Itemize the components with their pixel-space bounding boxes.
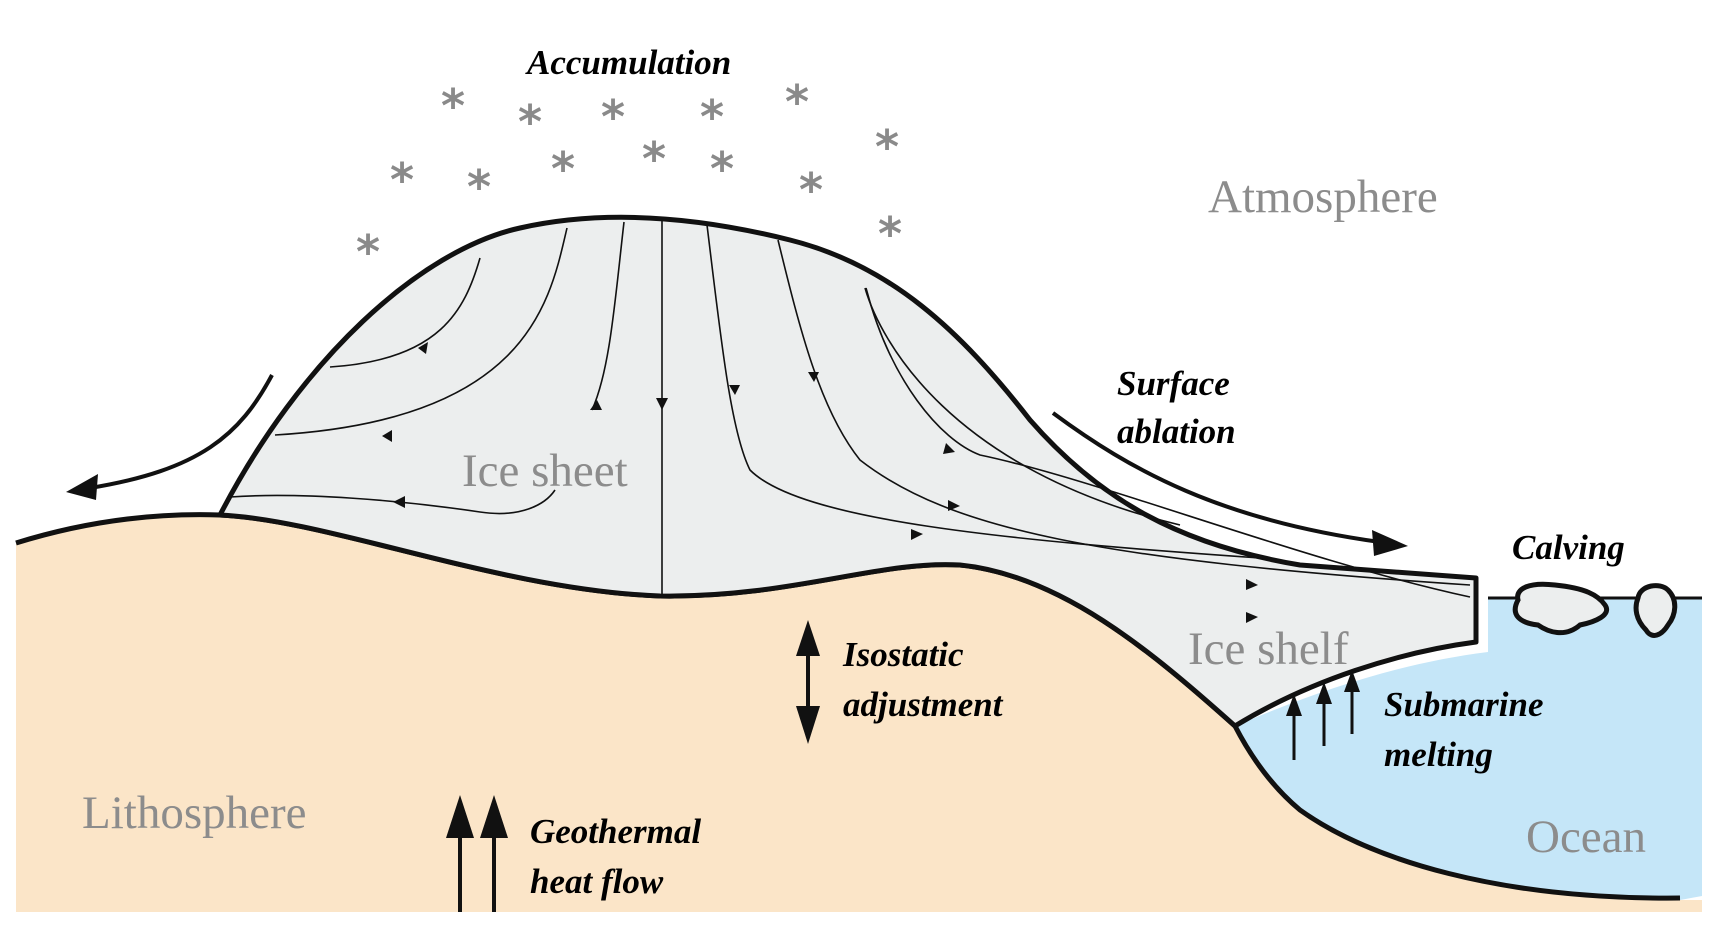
iceberg-large [1512,581,1610,636]
snowflake-icon: * [356,225,380,279]
flow-arrowhead-8 [948,500,960,511]
flow-arrowhead-3 [590,400,602,410]
snowflakes: * * * * * * * * * * * * * * [356,75,902,279]
snowflake-icon: * [700,90,724,144]
geothermal-label-line1: Geothermal [530,812,701,851]
geothermal-label-line2: heat flow [530,862,664,901]
calving-label: Calving [1512,528,1625,567]
snowflake-icon: * [785,75,809,129]
left-outflow-arrowhead [66,474,98,500]
ice-shelf-label: Ice shelf [1188,623,1349,675]
isostatic-label-line1: Isostatic [842,635,964,674]
atmosphere-label: Atmosphere [1208,171,1438,223]
ice-sheet-label: Ice sheet [462,445,628,497]
flow-arrowhead-1 [418,342,428,354]
flow-arrowheads [382,342,1258,623]
flow-line-7 [865,287,1471,598]
flow-arrowhead-11 [1246,612,1258,623]
flow-arrowhead-2 [382,430,392,442]
snowflake-icon: * [878,207,902,261]
flow-arrowhead-4 [656,398,668,410]
geothermal-arrowhead-2 [480,795,508,838]
flow-line-2 [274,227,568,436]
flow-line-6 [777,239,1471,586]
iceberg-small [1633,583,1678,638]
submarine-arrowhead-1 [1286,694,1302,716]
snowflake-icon: * [799,163,823,217]
flow-arrowhead-9 [911,529,923,540]
flow-line-8 [229,489,556,515]
isostatic-label-line2: adjustment [843,685,1004,724]
flow-line-3 [591,221,625,411]
isostatic-arrowhead-up [796,620,820,656]
snowflake-icon: * [518,95,542,149]
snowflake-icon: * [390,153,414,207]
flow-arrowhead-7 [943,443,955,454]
surface-ablation-label-line2: ablation [1117,412,1236,451]
flow-arrowhead-10 [1246,579,1258,590]
snowflake-icon: * [710,142,734,196]
submarine-arrowhead-2 [1316,682,1332,704]
snowflake-icon: * [441,79,465,133]
surface-ablation-arrowhead [1372,530,1408,556]
surface-ablation-arrow-shaft [1051,411,1381,544]
isostatic-arrowhead-down [796,706,820,744]
flow-line-1 [329,257,481,368]
snowflake-icon: * [467,160,491,214]
flow-arrowhead-12 [393,496,405,508]
surface-ablation-label-line1: Surface [1117,364,1230,403]
snowflake-icon: * [601,90,625,144]
left-outflow-arrow-shaft [89,374,274,490]
submarine-label-line2: melting [1384,735,1493,774]
accumulation-label: Accumulation [525,43,731,82]
ocean-body [1235,598,1702,900]
process-arrows [66,374,1408,912]
submarine-label-line1: Submarine [1384,685,1544,724]
snowflake-icon: * [875,120,899,174]
lithosphere-label: Lithosphere [82,787,307,839]
ocean-label: Ocean [1526,811,1646,863]
submarine-arrowhead-3 [1344,670,1360,692]
flow-line-5 [706,224,1261,559]
snowflake-icon: * [551,142,575,196]
flow-arrowhead-5 [729,385,740,395]
geothermal-arrowhead-1 [446,795,474,838]
snowflake-icon: * [642,132,666,186]
flow-arrowhead-6 [808,372,819,382]
ice-body [217,214,1479,729]
lithosphere-body [16,514,1702,912]
flow-line-9 [864,287,1181,526]
